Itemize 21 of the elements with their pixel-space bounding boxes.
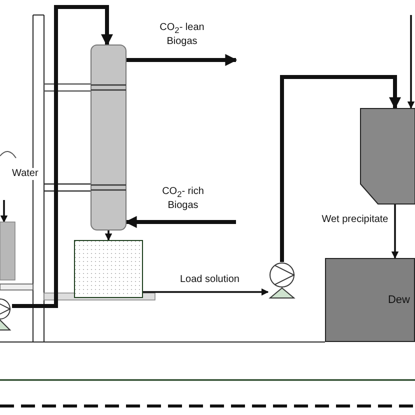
absorption-column	[91, 45, 126, 230]
flow-arrow	[143, 288, 269, 296]
pump	[268, 262, 296, 298]
storage-tank	[74, 240, 143, 298]
flow-arrow	[391, 204, 399, 259]
pipe-arrow	[280, 75, 401, 262]
edge-label: Load solution	[180, 274, 240, 286]
precipitation-vessel	[360, 108, 415, 204]
flow-arrow	[0, 200, 8, 223]
edge-label: Wet precipitate	[320, 214, 390, 226]
unit-label: Dew	[388, 294, 410, 306]
dewatering-unit	[325, 258, 415, 342]
pipe-arrow	[126, 54, 238, 66]
stream-label: Water	[12, 168, 38, 180]
edge-label: CO$_{2}$- rich Biogas	[161, 186, 205, 212]
edge-label: CO$_{2}$- lean Biogas	[158, 22, 206, 48]
flow-arrow	[407, 15, 415, 109]
pipe-arrow	[12, 5, 113, 308]
water-tank	[0, 222, 15, 280]
pipe-arrow	[124, 216, 236, 228]
flow-arrow	[104, 230, 112, 241]
